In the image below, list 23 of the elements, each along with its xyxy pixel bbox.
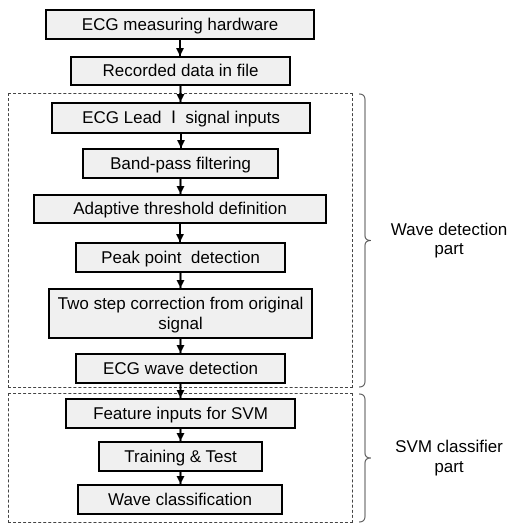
process-box: Feature inputs for SVM (65, 398, 296, 429)
process-box: Wave classification (77, 484, 283, 515)
process-box: Band-pass filtering (82, 148, 279, 179)
group-label: Wave detection part (390, 220, 508, 259)
process-box: Recorded data in file (70, 56, 291, 86)
arrow (176, 472, 184, 484)
process-box: Peak point detection (75, 242, 286, 273)
arrow (176, 339, 184, 353)
arrow (176, 40, 184, 56)
process-box: ECG measuring hardware (45, 9, 315, 40)
process-box: Adaptive threshold definition (33, 194, 327, 224)
group-label: SVM classifier part (394, 437, 504, 476)
arrow (176, 179, 184, 194)
process-box: ECG Lead Ⅰ signal inputs (51, 102, 311, 134)
arrow (176, 429, 184, 441)
arrow (176, 384, 184, 398)
process-box: Training & Test (98, 441, 263, 472)
process-box: Two step correction from original signal (48, 288, 313, 339)
arrow (176, 224, 184, 242)
arrow (176, 86, 184, 102)
arrow (176, 273, 184, 288)
process-box: ECG wave detection (75, 353, 286, 384)
arrow (177, 134, 185, 148)
